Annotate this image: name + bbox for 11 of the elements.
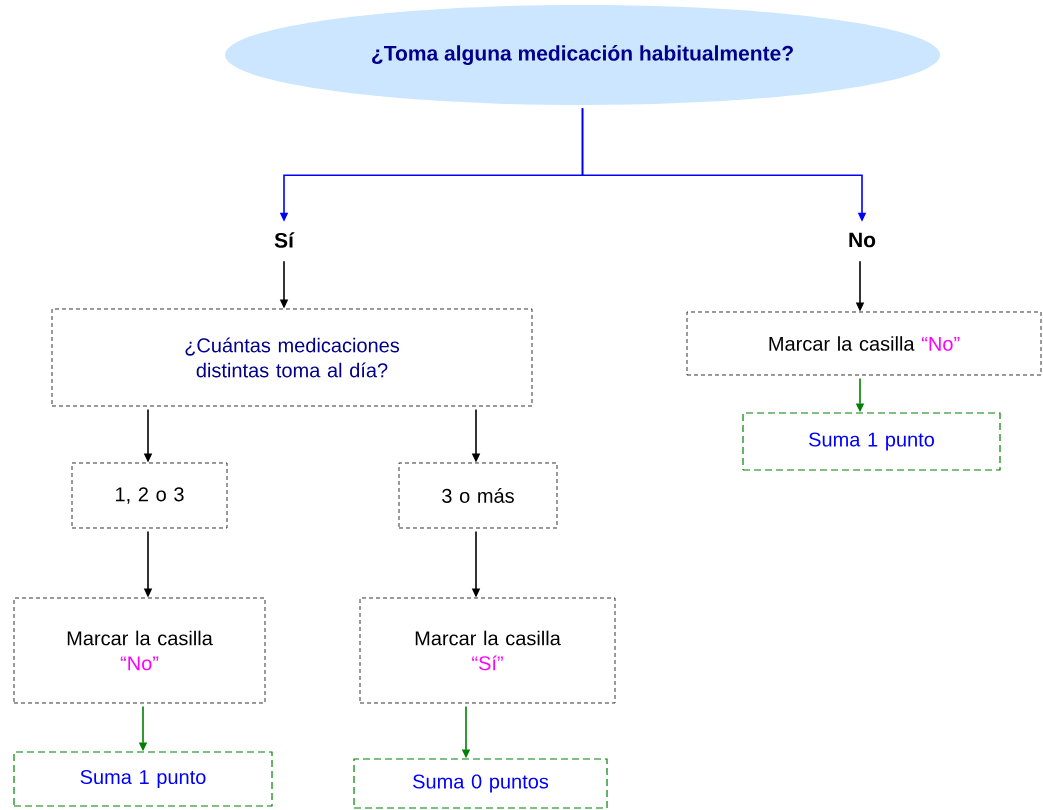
score-box: Suma 0 puntos: [353, 758, 608, 809]
dashed-box: Marcar la casilla “No”: [13, 597, 266, 704]
dashed-box: 3 o más: [398, 462, 558, 529]
score-box: Suma 1 punto: [742, 412, 1001, 471]
answer-label: No: [849, 232, 876, 248]
dashed-box: 1, 2 o 3: [71, 462, 228, 529]
dashed-box: Marcar la casilla “No”: [686, 311, 1042, 376]
dashed-box: Marcar la casilla “Sí”: [359, 597, 616, 704]
dashed-box: ¿Cuántas medicaciones distintas toma al día?: [51, 308, 533, 407]
answer-label: Sí: [274, 232, 295, 248]
score-box: Suma 1 punto: [13, 751, 273, 807]
